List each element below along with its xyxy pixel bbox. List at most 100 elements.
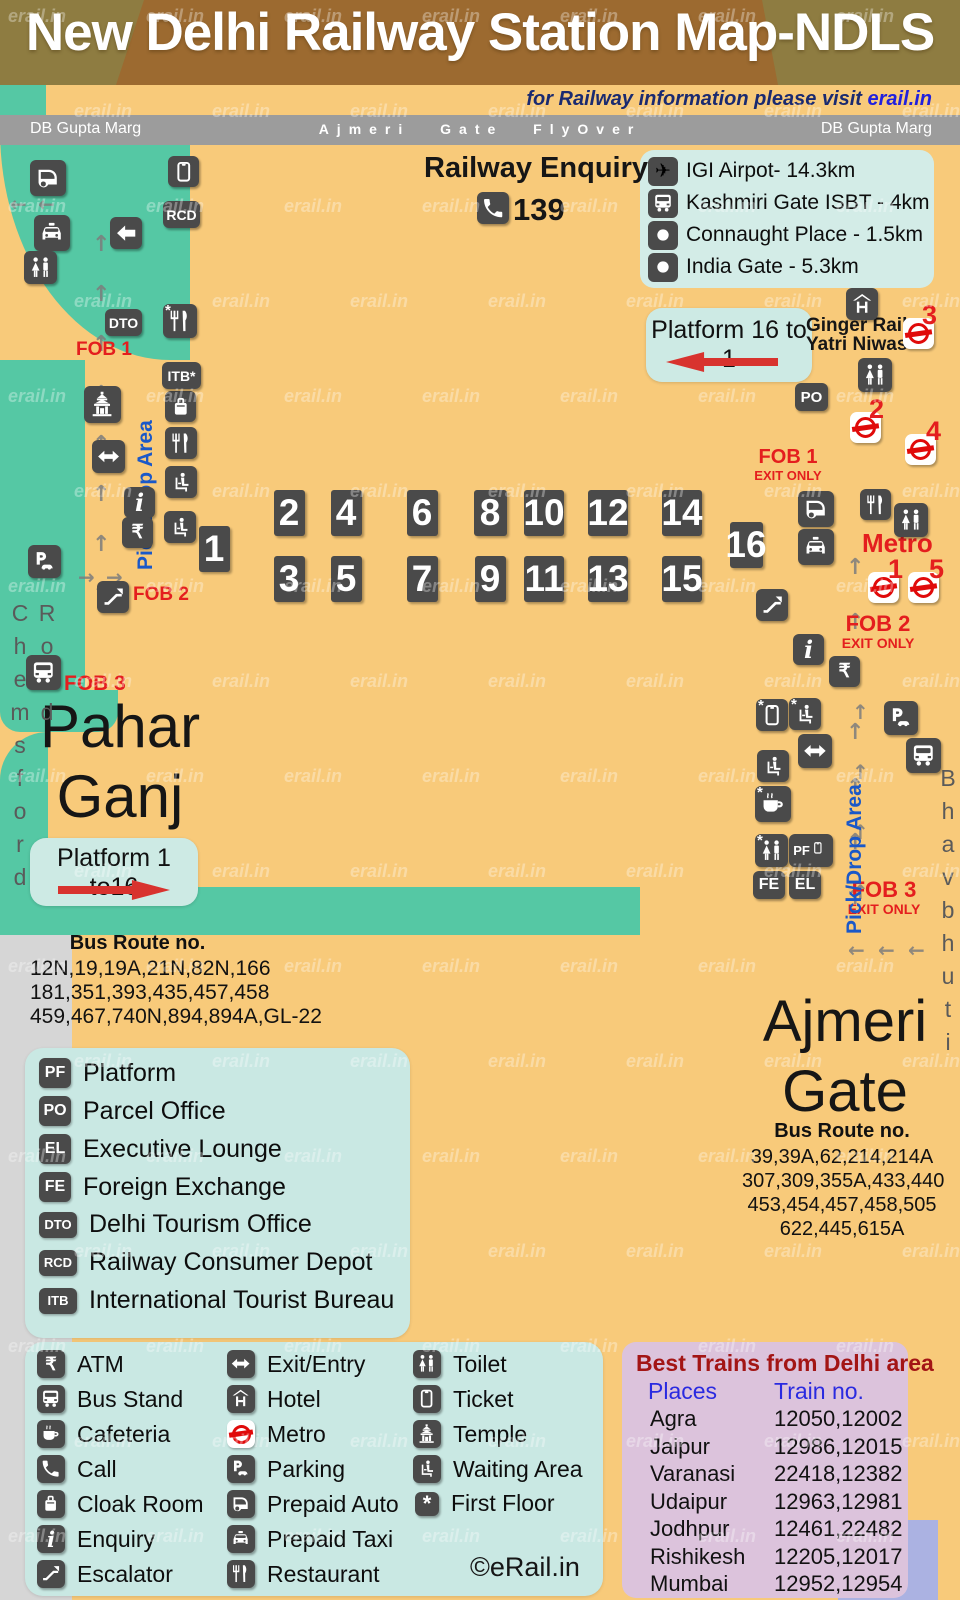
bus-route-line: 622,445,615A — [779, 1218, 905, 1240]
prepaid-auto-icon — [227, 1490, 255, 1518]
platform-number: 14 — [661, 490, 703, 536]
enquiry-icon: i — [124, 487, 155, 518]
legend-abbr-label: Platform — [83, 1058, 177, 1087]
lane-arrow: ↑ — [852, 700, 869, 724]
best-train-place: Mumbai — [650, 1571, 729, 1596]
legend-abbr-badge: DTO — [39, 1211, 77, 1238]
platform-number: 7 — [406, 556, 438, 602]
metro-gate-number: 5 — [929, 554, 945, 584]
bus-icon — [37, 1385, 65, 1413]
legend-abbr-label: Parcel Office — [83, 1096, 226, 1125]
atm-icon: ₹ — [829, 656, 860, 687]
lane-arrow: ↑ — [92, 332, 111, 357]
legend-icon-label: Metro — [267, 1420, 326, 1447]
legend-icon-label: First Floor — [451, 1490, 555, 1516]
legend-icon-label: Toilet — [453, 1350, 507, 1377]
best-trains-col-places: Places — [648, 1378, 718, 1404]
bus-icon — [648, 188, 678, 218]
exit-entry-icon — [92, 440, 125, 473]
legend-abbr-label: Railway Consumer Depot — [89, 1248, 373, 1276]
prepaid-taxi-icon — [798, 529, 834, 565]
bhavbhuti-marg-label: Bhavbhuti Marg — [935, 765, 960, 1062]
legend-abbr-badge: PO — [39, 1096, 71, 1126]
distance-row: Kashmiri Gate ISBT - 4km — [648, 188, 930, 218]
fe-badge: FE — [753, 871, 785, 899]
legend-icon-row: *First Floor — [413, 1490, 555, 1517]
best-trains-col-train: Train no. — [774, 1378, 864, 1404]
legend-abbr-badge: RCD — [39, 1249, 77, 1276]
platform-number: 1 — [198, 526, 230, 572]
teal-corner — [0, 85, 46, 115]
metro-gate-number: 3 — [922, 300, 938, 330]
legend-icon-label: Temple — [453, 1420, 528, 1447]
toilet-icon — [858, 358, 892, 392]
pf-ticket-icon: PF — [789, 834, 833, 867]
dto-badge: DTO — [105, 309, 142, 336]
restaurant-icon — [165, 427, 197, 459]
platform-number: 11 — [524, 556, 564, 602]
restaurant-icon — [860, 489, 891, 520]
waiting-area-icon — [757, 750, 789, 782]
legend-abbr-badge: EL — [39, 1134, 71, 1164]
platform-number: 15 — [661, 556, 703, 602]
best-train-place: Rishikesh — [650, 1543, 746, 1569]
rcd-badge: RCD — [163, 201, 200, 228]
legend-icon-row: Ticket — [413, 1385, 514, 1413]
banner-platform-16-to-1: Platform 16 to 1 — [646, 308, 812, 382]
waiting-area-icon — [165, 466, 197, 498]
lane-arrow: ↑ — [846, 555, 865, 580]
parking-icon — [227, 1455, 255, 1483]
legend-abbr-row: EL Executive Lounge — [39, 1134, 282, 1164]
exit-arrow-icon — [110, 217, 142, 249]
distance-label: Connaught Place - 1.5km — [686, 223, 923, 246]
cafeteria-icon — [37, 1420, 65, 1448]
lane-arrow: ↑ — [92, 482, 111, 507]
legend-abbr-badge: FE — [39, 1172, 71, 1202]
fob3-label-left: FOB 3 — [64, 672, 126, 695]
metro-icon — [227, 1420, 255, 1448]
legend-icon-row: Cloak Room — [37, 1490, 204, 1518]
toilet-icon: * — [755, 832, 788, 867]
hotel-icon — [846, 288, 878, 320]
legend-icon-row: Parking — [227, 1455, 345, 1483]
lane-arrow: ↑ — [846, 720, 865, 745]
metro-icon — [868, 572, 899, 603]
waiting-area-icon — [413, 1455, 441, 1483]
temple-icon — [84, 386, 121, 423]
legend-icon-label: Call — [77, 1455, 117, 1482]
toilet-icon — [894, 503, 928, 537]
lane-arrow: ← — [908, 938, 925, 962]
best-train-numbers: 12986,12015 — [774, 1433, 903, 1459]
bus-stand-icon — [26, 655, 61, 690]
legend-icon-row: Exit/Entry — [227, 1350, 365, 1378]
bus-route-line: 453,454,457,458,505 — [747, 1194, 937, 1216]
metro-gate-number: 2 — [869, 394, 885, 424]
legend-icon-label: Prepaid Taxi — [267, 1525, 394, 1552]
best-train-place: Udaipur — [650, 1488, 728, 1514]
flyover-road: DB Gupta Marg Ajmeri Gate FlyOver DB Gup… — [0, 115, 960, 145]
best-trains-title: Best Trains from Delhi area — [636, 1350, 934, 1376]
metro-gate-number: 4 — [926, 416, 942, 446]
erail-link[interactable]: erail.in — [867, 88, 932, 110]
banner-platform-1-to-16: Platform 1 to16 — [30, 838, 198, 906]
bus-routes-right-title: Bus Route no. — [774, 1120, 910, 1142]
road-label-flyover: Ajmeri Gate FlyOver — [318, 121, 642, 137]
distance-row: India Gate - 5.3km — [648, 252, 859, 282]
legend-abbr-label: Executive Lounge — [83, 1134, 282, 1163]
parking-icon — [884, 701, 918, 735]
restaurant-icon — [227, 1560, 255, 1588]
platform-number: 8 — [473, 490, 507, 536]
waiting-area-icon: * — [789, 696, 821, 730]
bus-route-line: 459,467,740N,894,894A,GL-22 — [30, 1005, 322, 1028]
legend-icon-label: Ticket — [453, 1385, 514, 1412]
legend-abbr-row: PO Parcel Office — [39, 1096, 226, 1126]
legend-icon-row: Hotel — [227, 1385, 321, 1413]
lane-arrow: ↑ — [846, 610, 865, 635]
prepaid-taxi-icon — [227, 1525, 255, 1553]
